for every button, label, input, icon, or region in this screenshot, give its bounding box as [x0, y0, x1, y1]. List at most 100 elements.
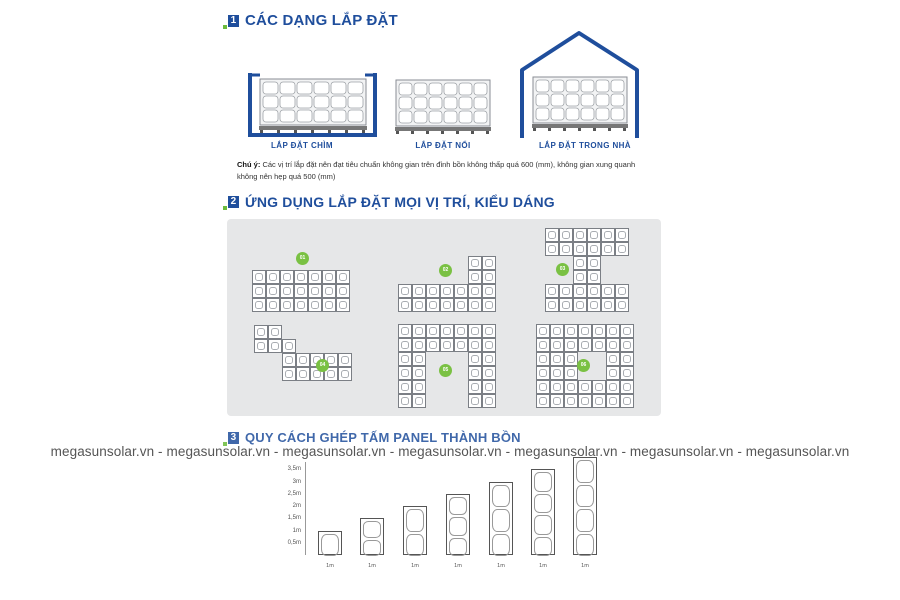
panel-tile [482, 380, 496, 394]
panel-tile [398, 324, 412, 338]
panel-tile [615, 228, 629, 242]
panel-tile [615, 242, 629, 256]
panel-tile [280, 270, 294, 284]
x-tick-label: 1m [454, 563, 462, 569]
panel-stack-bar [360, 518, 384, 556]
section-1-heading: CÁC DẠNG LẮP ĐẶT [245, 12, 398, 29]
panel-tile [601, 242, 615, 256]
panel-cell [449, 517, 467, 536]
panel-cell [406, 509, 424, 532]
y-tick-label: 1,5m [287, 515, 301, 522]
panel-tile [398, 352, 412, 366]
x-tick-label: 1m [581, 563, 589, 569]
panel-tile [412, 366, 426, 380]
y-tick-label: 2m [292, 503, 301, 509]
panel-tile [536, 380, 550, 394]
panel-tile [266, 284, 280, 298]
panel-tile [468, 298, 482, 312]
panel-tile [587, 242, 601, 256]
panel-tile [587, 256, 601, 270]
panel-tile [592, 324, 606, 338]
panel-tile [252, 270, 266, 284]
panel-tile [426, 324, 440, 338]
panel-tile [550, 352, 564, 366]
panel-tile [426, 338, 440, 352]
panel-tile [468, 284, 482, 298]
panel-tile [545, 228, 559, 242]
panel-tile [559, 284, 573, 298]
panel-tile [296, 367, 310, 381]
panel-tile [578, 338, 592, 352]
panel-tile [468, 366, 482, 380]
panel-tile [268, 339, 282, 353]
panel-tile [559, 242, 573, 256]
panel-tile [573, 298, 587, 312]
panel-cell [321, 533, 339, 556]
panel-tile [587, 228, 601, 242]
panel-cell [534, 515, 552, 535]
panel-tile [545, 298, 559, 312]
panel-tile [254, 339, 268, 353]
y-tick-label: 1m [292, 527, 301, 534]
panel-tile [559, 298, 573, 312]
panel-tile [282, 367, 296, 381]
panel-cell [576, 533, 594, 556]
section-2-title: 2 ỨNG DỤNG LẮP ĐẶT MỌI VỊ TRÍ, KIỂU DÁNG [223, 194, 555, 210]
panel-tile [468, 338, 482, 352]
label-sunk-installation: LẮP ĐẶT CHÌM [271, 141, 333, 150]
panel-tile [282, 353, 296, 367]
panel-tile [550, 366, 564, 380]
panel-tile [468, 324, 482, 338]
section-3-heading: QUY CÁCH GHÉP TẤM PANEL THÀNH BỒN [245, 430, 521, 445]
panel-tile [482, 394, 496, 408]
panel-tile [573, 242, 587, 256]
panel-stack-bar [573, 457, 597, 556]
panel-tile [280, 284, 294, 298]
panel-tile [308, 284, 322, 298]
note-label: Chú ý: [237, 160, 261, 169]
panel-tile [398, 394, 412, 408]
panel-tile [294, 298, 308, 312]
panel-tile [282, 339, 296, 353]
panel-tile [252, 284, 266, 298]
panel-tile [606, 380, 620, 394]
surface-tank-illustration [395, 79, 491, 134]
panel-tile [454, 338, 468, 352]
panel-tile [620, 324, 634, 338]
config-badge-01: 01 [296, 252, 309, 265]
watermark: megasunsolar.vn - megasunsolar.vn - mega… [50, 444, 850, 459]
panel-tile [482, 352, 496, 366]
panel-tile [426, 284, 440, 298]
panel-tile [564, 352, 578, 366]
panel-tile [606, 352, 620, 366]
panel-cell [449, 496, 467, 516]
panel-tile [620, 394, 634, 408]
panel-tile [324, 367, 338, 381]
section-1-title: 1 CÁC DẠNG LẮP ĐẶT [223, 12, 398, 29]
section-2-heading: ỨNG DỤNG LẮP ĐẶT MỌI VỊ TRÍ, KIỂU DÁNG [245, 194, 555, 210]
panel-tile [482, 324, 496, 338]
chart-y-axis [305, 462, 306, 555]
note-line-2: không nên hẹp quá 500 (mm) [237, 172, 336, 181]
y-tick-label: 0,5m [287, 539, 301, 546]
panel-tile [468, 256, 482, 270]
panel-tile [564, 380, 578, 394]
panel-tile [398, 284, 412, 298]
section-3-title: 3 QUY CÁCH GHÉP TẤM PANEL THÀNH BỒN [223, 430, 521, 446]
panel-tile [536, 394, 550, 408]
panel-cell [449, 537, 467, 556]
panel-tile [550, 324, 564, 338]
label-surface-installation: LẮP ĐẶT NỔI [415, 141, 471, 150]
panel-tile [412, 338, 426, 352]
config-badge-04: 04 [316, 359, 329, 372]
panel-tile [601, 228, 615, 242]
panel-tile [536, 366, 550, 380]
panel-tile [573, 270, 587, 284]
panel-cell [576, 460, 594, 483]
panel-tile [573, 256, 587, 270]
panel-tile [578, 394, 592, 408]
panel-tile [620, 366, 634, 380]
panel-tile [606, 366, 620, 380]
panel-tile [308, 298, 322, 312]
panel-tile [440, 298, 454, 312]
